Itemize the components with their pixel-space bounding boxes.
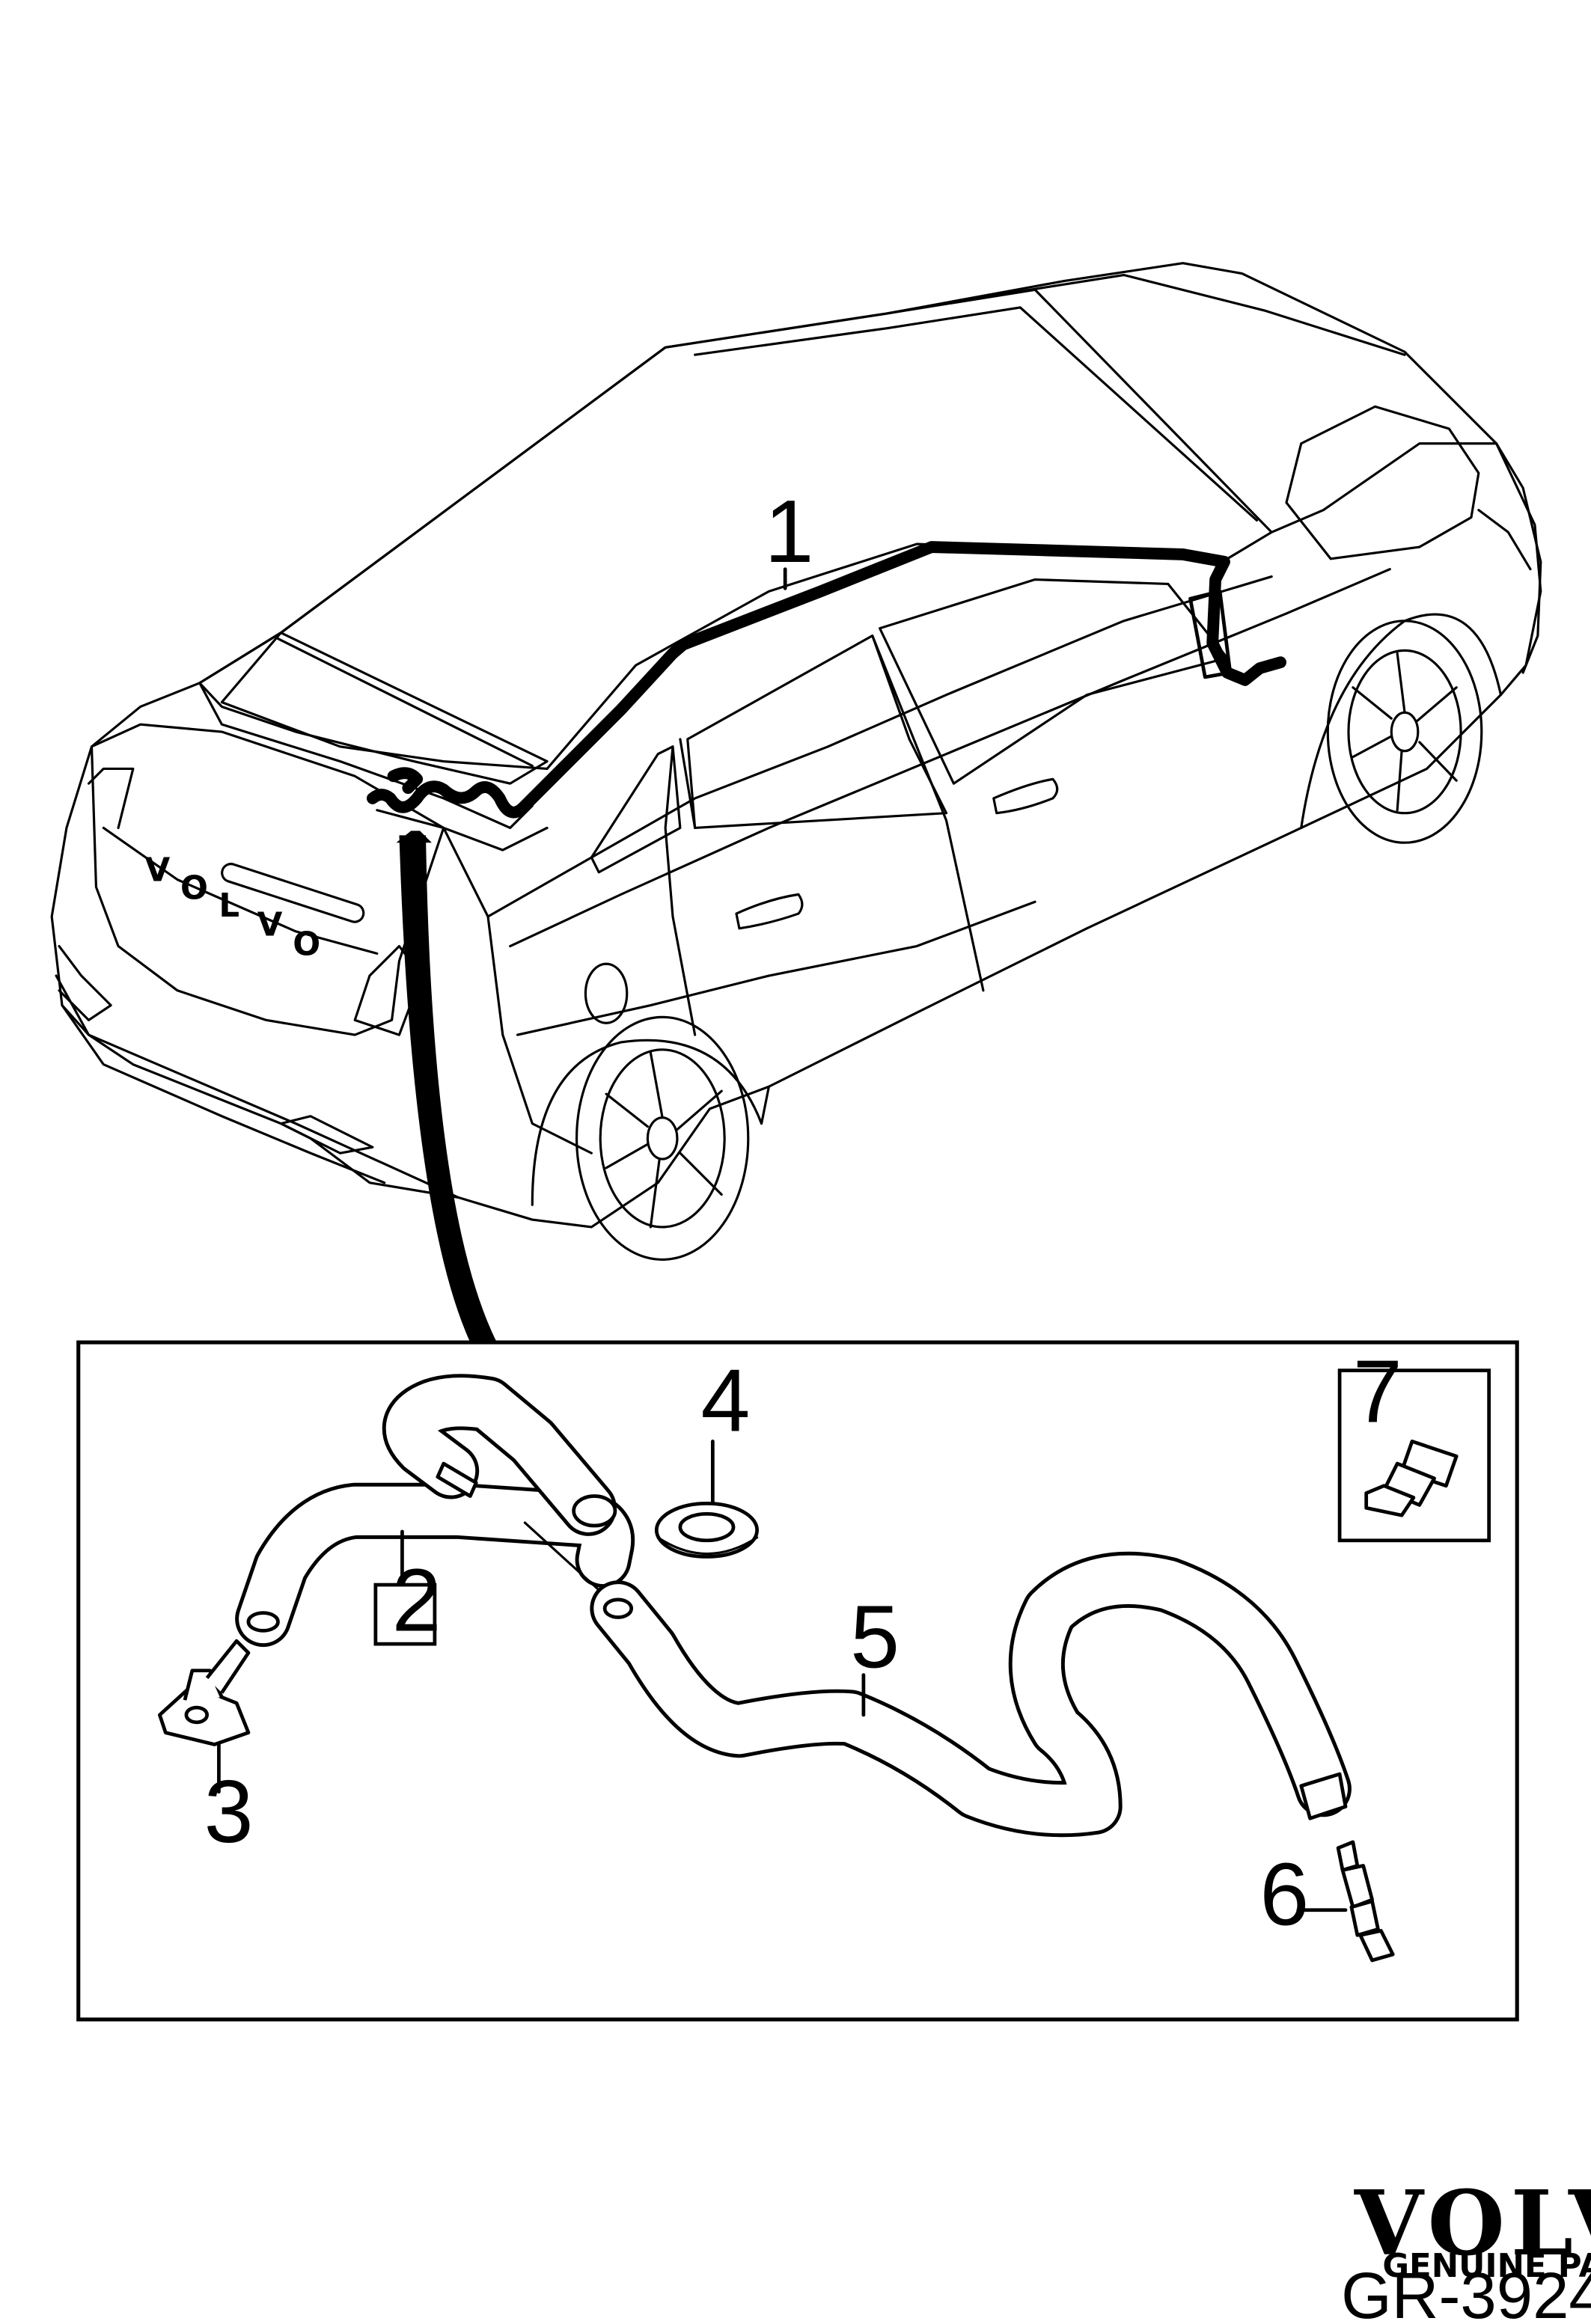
washer-hose-route <box>367 541 1286 819</box>
front-wheel <box>1326 620 1483 844</box>
svg-text:O: O <box>180 869 208 907</box>
svg-text:1: 1 <box>765 483 814 581</box>
tailgate <box>90 723 445 1036</box>
roof-panel <box>220 288 1273 771</box>
car-illustration: V O L V O <box>50 262 1542 1261</box>
callout-1: 1 <box>765 483 814 590</box>
svg-text:O: O <box>293 926 320 963</box>
callout-2: 2 <box>373 1529 442 1650</box>
rear-wheel <box>575 1015 750 1261</box>
svg-text:7: 7 <box>1353 1343 1402 1442</box>
svg-text:3: 3 <box>204 1763 254 1862</box>
item-7-fitting: 7 <box>1337 1343 1491 1543</box>
door-handle-front <box>992 777 1059 815</box>
item-4-grommet: 4 <box>654 1352 759 1559</box>
svg-text:GENUINE PARTS: GENUINE PARTS <box>1382 2248 1591 2285</box>
item-6-connector: 6 <box>1259 1840 1395 1963</box>
rear-emblem-lettering: V O L V O <box>145 852 321 964</box>
item-2-hose-assembly <box>235 1374 635 1648</box>
svg-text:5: 5 <box>850 1588 900 1687</box>
diagram-reference-number: GR-392454 <box>1341 2260 1591 2324</box>
svg-text:L: L <box>219 887 239 925</box>
svg-text:V: V <box>257 907 283 944</box>
car-body-outline <box>50 262 1542 1229</box>
item-3-washer-nozzle: 3 <box>158 1639 254 1862</box>
rear-window <box>198 632 549 785</box>
side-window-front <box>879 578 1229 785</box>
fuel-flap <box>584 962 629 1024</box>
rear-wheel-arch <box>531 1039 771 1206</box>
svg-text:V: V <box>145 852 171 890</box>
side-window-rear <box>590 745 682 874</box>
svg-text:2: 2 <box>392 1551 442 1650</box>
detail-arrow <box>396 831 497 1343</box>
door-handle-rear <box>735 893 804 930</box>
detail-inset-frame <box>76 1340 1519 2022</box>
item-5-hose: 5 <box>590 1551 1352 1838</box>
svg-text:6: 6 <box>1259 1846 1309 1945</box>
front-wheel-arch <box>1300 613 1503 830</box>
rear-bumper <box>55 974 460 1199</box>
side-window-middle <box>686 634 948 830</box>
svg-text:4: 4 <box>701 1352 751 1451</box>
